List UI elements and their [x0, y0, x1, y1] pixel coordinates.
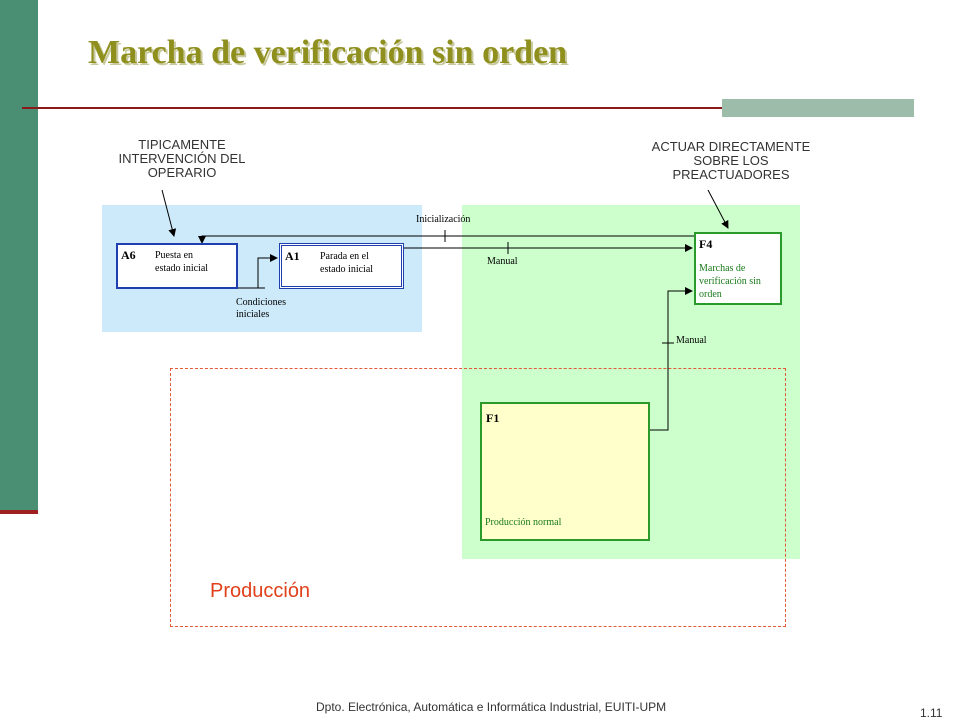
step-a6: A6 Puesta en estado inicial	[116, 243, 238, 289]
side-accent-bar-tip	[0, 510, 38, 514]
production-zone-label: Producción	[210, 580, 311, 602]
step-a1-text-2: estado inicial	[320, 264, 374, 275]
step-f4-text-2: verificación sin	[699, 276, 761, 287]
callout-operator: TIPICAMENTE INTERVENCIÓN DEL OPERARIO	[100, 138, 264, 180]
step-a6-text-2: estado inicial	[155, 263, 209, 274]
manual-right-wire	[650, 287, 693, 431]
callout-operator-line-1: TIPICAMENTE	[138, 137, 226, 152]
step-a6-text-1: Puesta en	[155, 250, 194, 261]
transition-inicializacion-label: Inicialización	[416, 214, 471, 225]
condiciones-wire	[238, 254, 278, 289]
step-f4: F4 Marchas de verificación sin orden	[694, 232, 782, 305]
callout-operator-pointer	[161, 189, 177, 237]
step-f1: F1 Producción normal	[480, 402, 650, 541]
callout-preactuators-line-1: ACTUAR DIRECTAMENTE	[651, 139, 811, 154]
step-a6-id: A6	[121, 248, 136, 262]
side-accent-bar	[0, 0, 38, 512]
transition-manual-top-label: Manual	[487, 256, 518, 267]
callout-preactuators: ACTUAR DIRECTAMENTE SOBRE LOS PREACTUADO…	[626, 140, 836, 182]
step-f1-text-1: Producción normal	[485, 517, 562, 528]
callout-preactuators-pointer	[707, 189, 729, 229]
title-accent-block	[722, 99, 914, 117]
transition-condiciones-line-1: Condiciones	[236, 297, 286, 308]
callout-operator-line-2: INTERVENCIÓN DEL	[118, 151, 246, 166]
step-f4-text-1: Marchas de	[699, 263, 746, 274]
step-f1-id: F1	[486, 411, 500, 425]
callout-preactuators-line-2: SOBRE LOS	[693, 153, 769, 168]
zone-production	[170, 368, 786, 627]
transition-condiciones-label: Condiciones iniciales	[236, 297, 286, 321]
step-a1-text-1: Parada en el	[320, 251, 369, 262]
step-a1: A1 Parada en el estado inicial	[279, 243, 404, 289]
callout-preactuators-line-3: PREACTUADORES	[672, 167, 790, 182]
transition-condiciones-line-2: iniciales	[236, 309, 270, 320]
slide-footer: Dpto. Electrónica, Automática e Informát…	[316, 700, 667, 714]
step-f4-id: F4	[699, 237, 713, 251]
callout-operator-line-3: OPERARIO	[147, 165, 217, 180]
inicializacion-wire	[198, 235, 694, 244]
slide-title: Marcha de verificación sin orden	[88, 34, 568, 71]
step-a1-id: A1	[285, 249, 300, 263]
title-rule	[22, 107, 914, 109]
step-f4-text-3: orden	[699, 289, 722, 300]
transition-manual-right-label: Manual	[676, 335, 707, 346]
page-number: 1.11	[920, 706, 943, 720]
